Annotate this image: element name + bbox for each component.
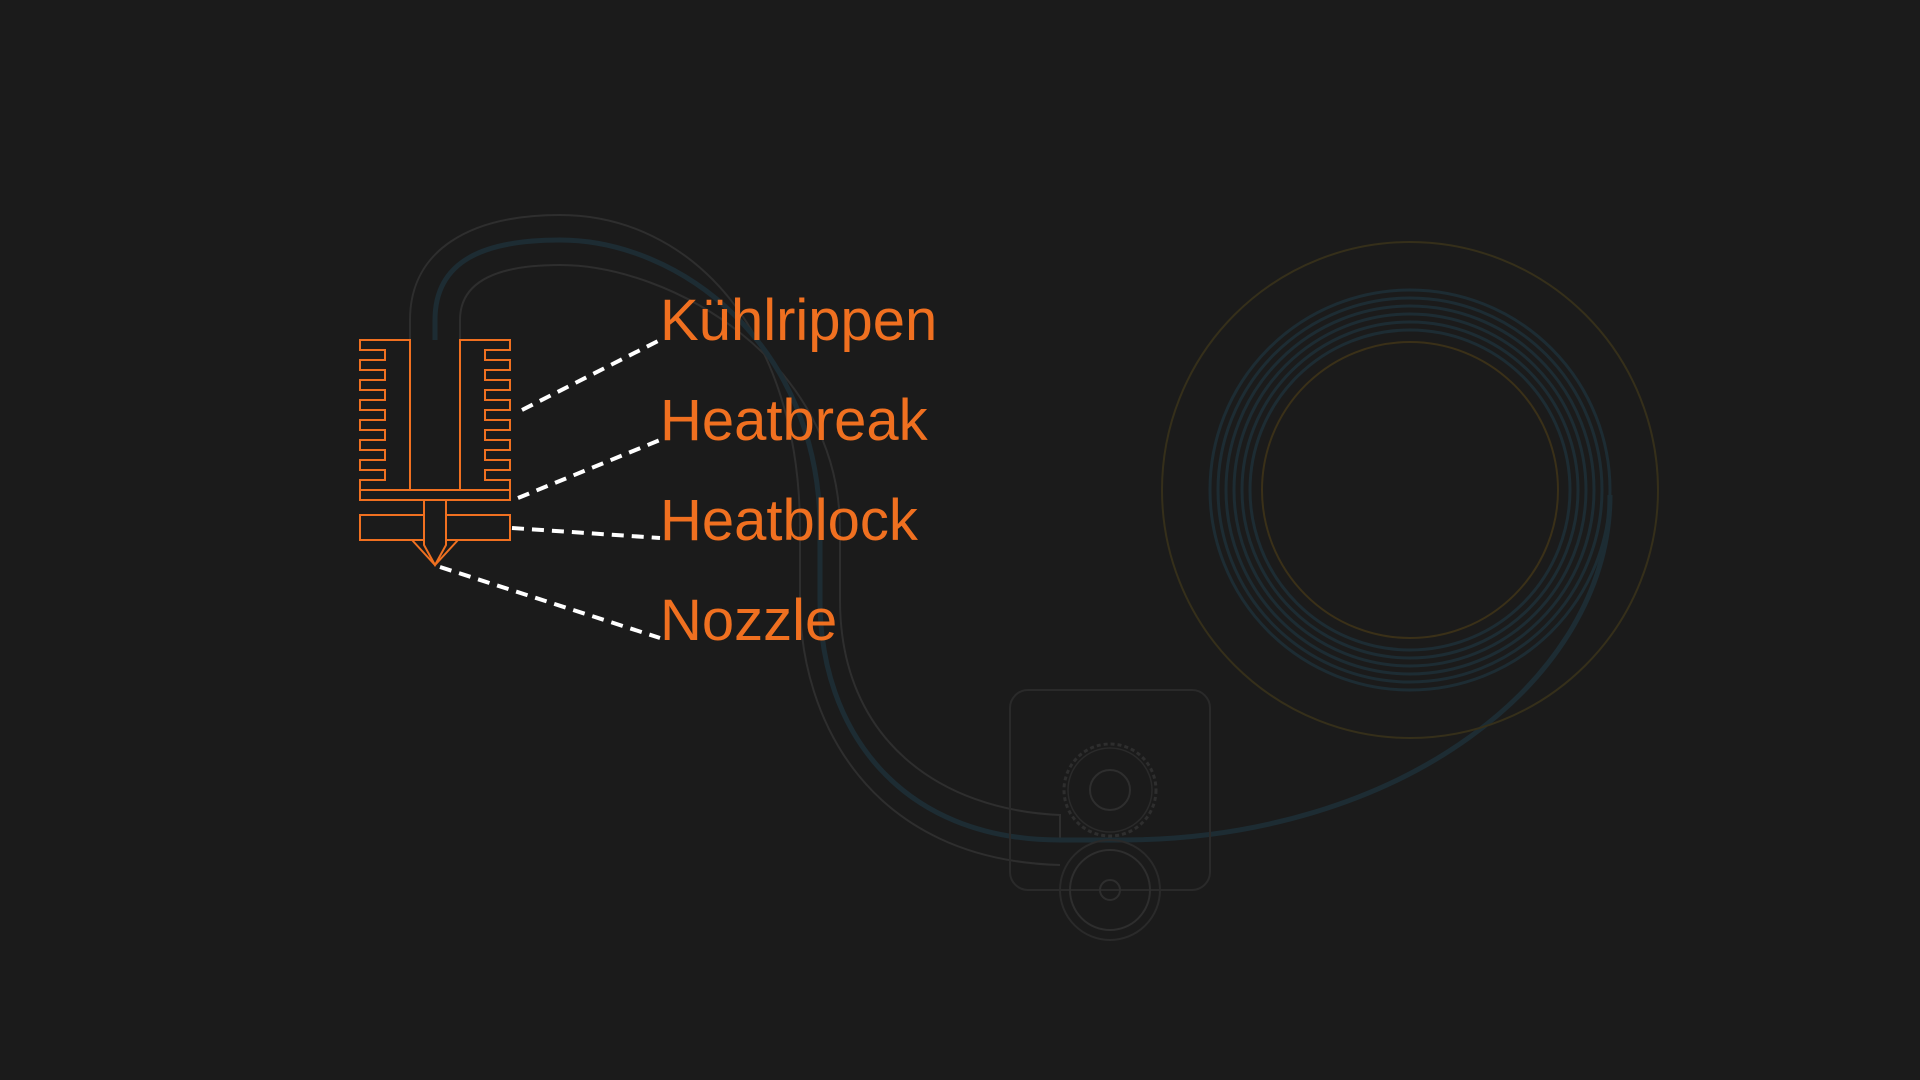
label-nozzle: Nozzle	[660, 588, 837, 653]
heatsink-fins-right	[459, 339, 511, 491]
heatblock-right	[445, 514, 511, 541]
drive-gear	[1062, 742, 1158, 838]
spool-winding	[1208, 288, 1612, 692]
spool-filament-windings	[1208, 288, 1612, 692]
label-heatblock: Heatblock	[660, 488, 919, 553]
nozzle-tip	[423, 540, 447, 568]
heatsink-fins-left	[359, 339, 411, 491]
label-heatbreak: Heatbreak	[660, 388, 929, 453]
spool-hub	[1261, 341, 1559, 639]
filament-strand	[432, 237, 1613, 843]
spool-winding	[1224, 304, 1596, 676]
bowden-tube-inner-wall	[459, 263, 1061, 840]
label-kuehlrippen: Kühlrippen	[660, 288, 937, 353]
background-illustration	[409, 213, 1659, 941]
labels: Kühlrippen Heatbreak Heatblock Nozzle	[660, 288, 937, 653]
leader-lines	[439, 338, 661, 640]
filament-spool	[1161, 241, 1659, 739]
leader-line-kuehlrippen	[521, 338, 661, 412]
drive-gear-shaft	[1089, 769, 1131, 811]
leader-line-nozzle	[439, 565, 661, 640]
bowden-tube	[409, 213, 1613, 866]
idler-bearing	[1069, 849, 1151, 931]
spool-outer-flange	[1161, 241, 1659, 739]
spool-winding	[1240, 320, 1580, 660]
idler-bearing-shaft	[1099, 879, 1121, 901]
heatblock-left	[359, 514, 425, 541]
heatbreak-plate	[359, 489, 511, 501]
leader-line-heatbreak	[517, 438, 661, 500]
hotend	[359, 339, 511, 568]
heatbreak-throat	[423, 500, 447, 515]
drive-gear-inner	[1067, 747, 1153, 833]
leader-line-heatblock	[511, 526, 661, 540]
extruder-gear-drive	[1009, 689, 1211, 941]
spool-winding	[1216, 296, 1604, 684]
extruder-housing	[1009, 689, 1211, 891]
nozzle-cone	[411, 539, 459, 567]
spool-winding	[1232, 312, 1588, 668]
spool-winding	[1248, 328, 1572, 652]
idler-bearing-outer	[1059, 839, 1161, 941]
